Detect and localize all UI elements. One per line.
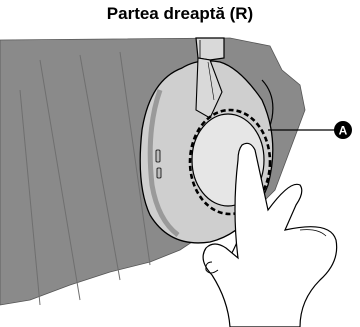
callout-label-a: A [339, 124, 348, 138]
